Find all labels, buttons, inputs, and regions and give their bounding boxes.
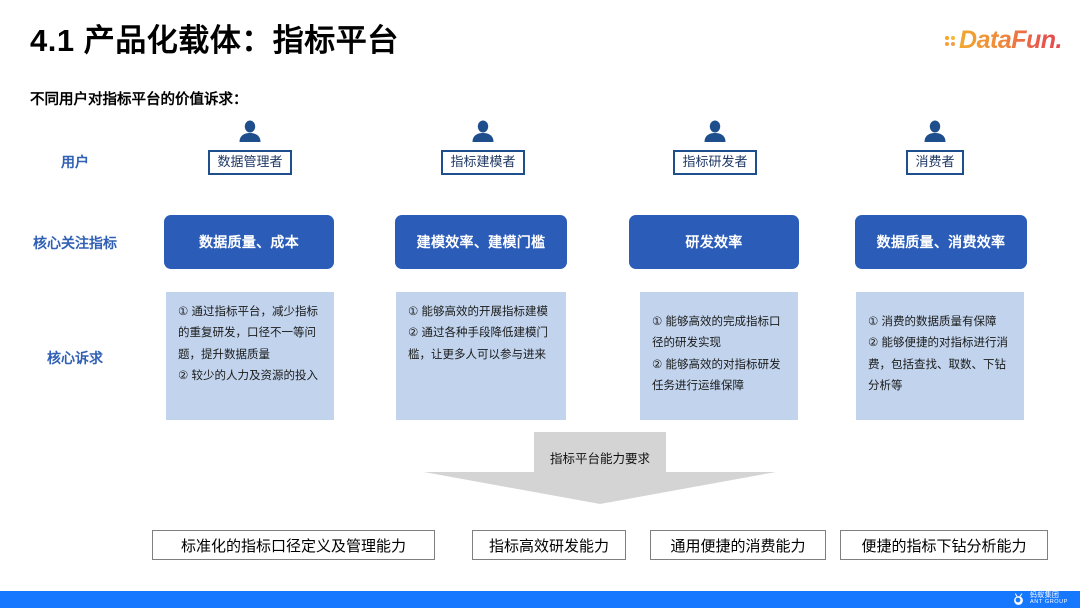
persona-tag: 数据管理者 [208, 150, 292, 176]
row-label-core-focus: 核心关注指标 [33, 235, 117, 251]
persona-data-manager: 数据管理者 [185, 118, 315, 176]
demand-line: ② 通过各种手段降低建模门槛，让更多人可以参与进来 [408, 327, 549, 361]
demand-line: ② 较少的人力及资源的投入 [178, 369, 319, 382]
ant-brand-en: ANT GROUP [1030, 599, 1068, 606]
row-label-users: 用户 [61, 154, 89, 170]
capability-box-general-consumption: 通用便捷的消费能力 [650, 530, 826, 560]
demand-box-data-manager: ① 通过指标平台，减少指标的重复研发，口径不一等问题，提升数据质量 ② 较少的人… [166, 292, 334, 420]
datafun-logo-text: DataFun. [959, 26, 1062, 54]
metric-box-dev-efficiency: 研发效率 [629, 215, 799, 269]
metric-box-data-quality-cost: 数据质量、成本 [164, 215, 334, 269]
capability-box-drilldown-analysis: 便捷的指标下钻分析能力 [840, 530, 1048, 560]
demand-line: ① 通过指标平台，减少指标的重复研发，口径不一等问题，提升数据质量 [178, 306, 319, 361]
user-icon [704, 120, 726, 142]
persona-tag: 指标建模者 [441, 150, 525, 176]
persona-metric-modeler: 指标建模者 [418, 118, 548, 176]
subtitle: 不同用户对指标平台的价值诉求： [30, 92, 248, 108]
capability-box-standardized-definition: 标准化的指标口径定义及管理能力 [152, 530, 435, 560]
persona-metric-developer: 指标研发者 [650, 118, 780, 176]
demand-box-consumer: ① 消费的数据质量有保障 ② 能够便捷的对指标进行消费，包括查找、取数、下钻分析… [856, 292, 1024, 420]
metric-box-modeling-efficiency: 建模效率、建模门槛 [395, 215, 567, 269]
user-icon [472, 120, 494, 142]
ant-brand-cn: 蚂蚁集团 [1030, 592, 1060, 600]
datafun-dots-icon [945, 35, 956, 46]
page-title: 4.1 产品化载体：指标平台 [30, 23, 399, 58]
down-arrow-icon [424, 432, 776, 504]
user-icon [924, 120, 946, 142]
capability-box-efficient-development: 指标高效研发能力 [472, 530, 626, 560]
persona-tag: 指标研发者 [673, 150, 757, 176]
persona-consumer: 消费者 [870, 118, 1000, 176]
demand-line: ① 消费的数据质量有保障 [868, 316, 997, 328]
footer-bar: 蚂蚁集团 ANT GROUP [0, 591, 1080, 608]
capability-arrow: 指标平台能力要求 [424, 432, 776, 504]
user-icon [239, 120, 261, 142]
ant-logo-icon [1014, 593, 1023, 605]
demand-line: ① 能够高效的开展指标建模 [408, 306, 549, 318]
persona-tag: 消费者 [906, 150, 964, 176]
metric-box-quality-consumption: 数据质量、消费效率 [855, 215, 1027, 269]
demand-box-metric-modeler: ① 能够高效的开展指标建模 ② 通过各种手段降低建模门槛，让更多人可以参与进来 [396, 292, 566, 420]
demand-box-metric-developer: ① 能够高效的完成指标口径的研发实现 ② 能够高效的对指标研发任务进行运维保障 [640, 292, 798, 420]
demand-line: ② 能够便捷的对指标进行消费，包括查找、取数、下钻分析等 [868, 337, 1009, 392]
demand-line: ① 能够高效的完成指标口径的研发实现 [652, 316, 781, 350]
datafun-logo: DataFun. [945, 26, 1062, 55]
demand-line: ② 能够高效的对指标研发任务进行运维保障 [652, 358, 781, 392]
ant-group-logo: 蚂蚁集团 ANT GROUP [1012, 592, 1068, 606]
row-label-core-demands: 核心诉求 [47, 350, 103, 366]
